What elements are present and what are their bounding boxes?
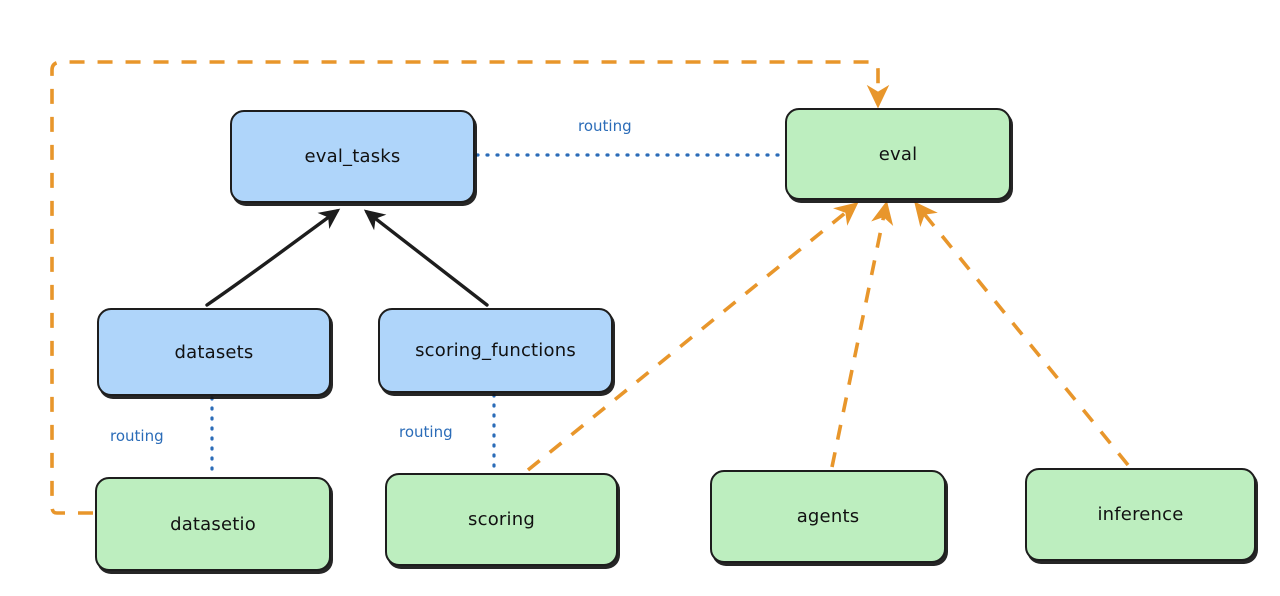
- node-label-datasetio: datasetio: [170, 513, 256, 535]
- node-label-datasets: datasets: [174, 341, 254, 363]
- node-datasets[interactable]: datasets: [97, 308, 331, 396]
- node-scoring-functions[interactable]: scoring_functions: [378, 308, 613, 393]
- edge-datasets-to-eval-tasks: [205, 208, 341, 307]
- node-label-scoring: scoring: [468, 509, 535, 530]
- edge-agents-to-eval: [830, 200, 894, 468]
- node-label-inference: inference: [1097, 504, 1184, 525]
- node-eval-tasks[interactable]: eval_tasks: [230, 110, 475, 203]
- edge-label-routing-scoring-functions: routing: [399, 423, 453, 441]
- node-eval[interactable]: eval: [785, 108, 1011, 200]
- edge-inference-to-eval: [914, 201, 1130, 467]
- node-label-eval-tasks: eval_tasks: [304, 146, 401, 167]
- node-label-agents: agents: [796, 506, 860, 527]
- edge-label-routing-eval-tasks: routing: [578, 117, 632, 135]
- node-scoring[interactable]: scoring: [385, 473, 618, 566]
- node-datasetio[interactable]: datasetio: [95, 477, 331, 571]
- edge-scoring-to-eval: [526, 202, 859, 472]
- node-label-eval: eval: [878, 143, 918, 165]
- edge-datasetio-to-eval: [50, 60, 890, 515]
- edge-scoring-functions-to-eval-tasks: [363, 209, 489, 307]
- node-inference[interactable]: inference: [1025, 468, 1256, 561]
- node-agents[interactable]: agents: [710, 470, 946, 563]
- node-label-scoring-functions: scoring_functions: [415, 340, 576, 361]
- edge-label-routing-datasets: routing: [110, 427, 164, 445]
